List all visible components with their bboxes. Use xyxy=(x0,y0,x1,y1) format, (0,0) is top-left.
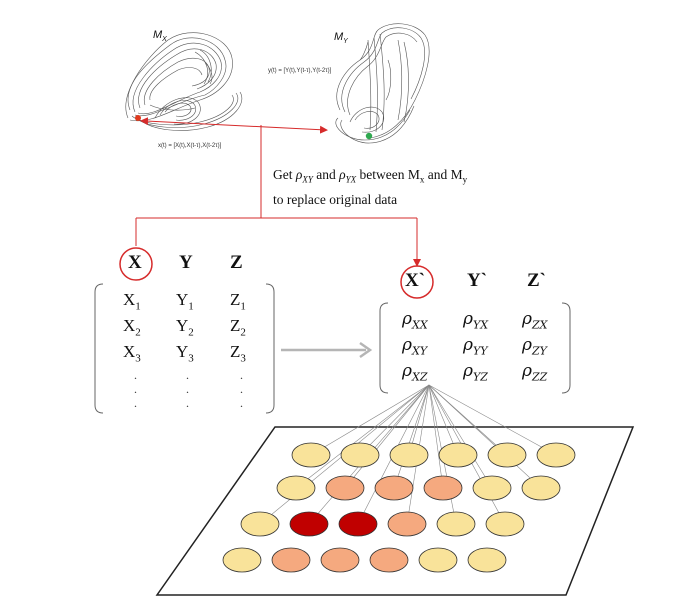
transform-arrow-head xyxy=(359,341,373,359)
rho-zy: ρZY xyxy=(522,335,547,358)
orig-cell-y1: Y1 xyxy=(176,290,194,313)
orig-cell-z2: Z2 xyxy=(230,316,246,339)
rho-zz: ρZZ xyxy=(522,361,548,384)
feature-grid xyxy=(222,442,576,573)
orig-cell-y3: Y3 xyxy=(176,342,194,365)
orig-cell-y2: Y2 xyxy=(176,316,194,339)
grid-node xyxy=(369,547,409,573)
grid-node xyxy=(536,442,576,468)
orig-header-x: X xyxy=(128,252,142,273)
fan-line xyxy=(359,384,430,456)
my-label: MY xyxy=(334,31,348,46)
grid-node xyxy=(340,442,380,468)
ellipsis-y-2: . xyxy=(186,382,189,396)
ellipsis-x-2: . xyxy=(134,382,137,396)
orig-header-y: Y xyxy=(179,252,193,273)
rho-zx: ρZX xyxy=(522,309,548,332)
grid-node xyxy=(271,547,311,573)
fan-line xyxy=(295,384,430,489)
fan-line xyxy=(428,384,493,489)
cross-map-arrow xyxy=(140,117,328,134)
grid-node xyxy=(487,442,527,468)
orig-cell-x3: X3 xyxy=(123,342,141,365)
rho-xx: ρXX xyxy=(402,309,428,332)
rho-yx: ρYX xyxy=(463,309,489,332)
xprime-highlight-circle xyxy=(400,265,434,299)
fan-line xyxy=(428,384,557,456)
grid-node xyxy=(320,547,360,573)
rho-xy: ρXY xyxy=(402,335,428,358)
new-matrix-left-bracket xyxy=(379,302,389,394)
rho-xz: ρXZ xyxy=(402,361,428,384)
grid-node xyxy=(438,442,478,468)
fan-line xyxy=(428,384,542,489)
ellipsis-x-1: . xyxy=(134,368,137,382)
grid-node xyxy=(485,511,525,537)
grid-node xyxy=(423,475,463,501)
ellipsis-x-3: . xyxy=(134,396,137,410)
fan-line xyxy=(344,384,430,489)
attractor-my xyxy=(335,23,430,144)
grid-node xyxy=(338,511,378,537)
new-header-z: Z` xyxy=(527,270,546,291)
new-header-y: Y` xyxy=(467,270,488,291)
rho-yz: ρYZ xyxy=(463,361,488,384)
fan-line xyxy=(310,384,430,456)
grid-node xyxy=(472,475,512,501)
rho-yy: ρYY xyxy=(463,335,488,358)
mx-equation: x(t) = [X(t),X(t-τ),X(t-2τ)] xyxy=(158,143,222,149)
ellipsis-z-2: . xyxy=(240,382,243,396)
original-matrix-right-bracket xyxy=(265,283,275,414)
grid-node xyxy=(276,475,316,501)
orig-cell-x1: X1 xyxy=(123,290,141,313)
mx-point xyxy=(135,115,141,121)
fan-line xyxy=(393,384,430,489)
grid-node xyxy=(289,511,329,537)
grid-node xyxy=(222,547,262,573)
orig-cell-z1: Z1 xyxy=(230,290,246,313)
grid-node xyxy=(418,547,458,573)
ellipsis-y-3: . xyxy=(186,396,189,410)
my-equation: y(t) = [Y(t),Y(t-τ),Y(t-2τ)] xyxy=(268,68,332,74)
my-point xyxy=(365,132,373,140)
description-line-2: to replace original data xyxy=(273,191,398,207)
grid-node xyxy=(374,475,414,501)
grid-node xyxy=(436,511,476,537)
description-text: Get ρXY and ρYX between Mx and My to rep… xyxy=(273,165,467,209)
mx-label: MX xyxy=(153,29,167,44)
grid-node xyxy=(291,442,331,468)
new-header-x: X` xyxy=(405,270,426,291)
grid-node xyxy=(389,442,429,468)
new-matrix-right-bracket xyxy=(561,302,571,394)
attractor-mx xyxy=(125,32,243,131)
grid-node xyxy=(467,547,507,573)
grid-node xyxy=(521,475,561,501)
orig-header-z: Z xyxy=(230,252,243,273)
original-matrix-left-bracket xyxy=(94,283,104,414)
ellipsis-z-3: . xyxy=(240,396,243,410)
grid-node xyxy=(240,511,280,537)
grid-node xyxy=(325,475,365,501)
ellipsis-z-1: . xyxy=(240,368,243,382)
fan-line xyxy=(428,384,444,489)
grid-node xyxy=(387,511,427,537)
description-line-1: Get ρXY and ρYX between Mx and My xyxy=(273,167,468,185)
x-highlight-circle xyxy=(119,247,153,281)
orig-cell-x2: X2 xyxy=(123,316,141,339)
ellipsis-y-1: . xyxy=(186,368,189,382)
orig-cell-z3: Z3 xyxy=(230,342,246,365)
